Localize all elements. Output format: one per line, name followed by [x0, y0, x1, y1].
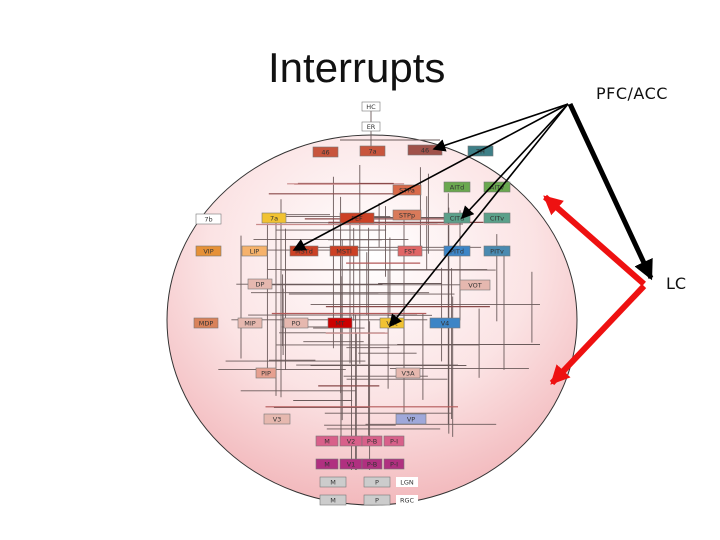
- area-box-v3: [263, 413, 291, 425]
- area-box-lip: [241, 245, 268, 257]
- area-label: V3A: [401, 369, 415, 377]
- area-box-citv: [483, 212, 511, 224]
- area-box-mstl: [329, 245, 359, 257]
- area-box-pitd: [443, 245, 471, 257]
- area-label: AITd: [450, 183, 464, 191]
- area-box-rgc: [396, 495, 418, 505]
- area-box-m: [315, 458, 339, 470]
- area-box-hc: [361, 101, 381, 112]
- area-label: RGC: [400, 496, 415, 504]
- area-label: P-B: [367, 460, 377, 468]
- area-box-fst: [397, 245, 423, 257]
- area-box-m: [315, 435, 339, 447]
- pfc-arrow-to-v4t: [388, 103, 569, 328]
- area-label: PIP: [261, 369, 271, 377]
- area-label: FEF: [351, 214, 363, 222]
- area-label: HC: [366, 103, 376, 111]
- area-box-pitv: [483, 245, 511, 257]
- area-label: MSTd: [295, 247, 313, 255]
- area-box-p-b: [361, 435, 383, 447]
- area-label: V2: [347, 437, 356, 445]
- area-box-7a: [359, 145, 386, 157]
- area-label: VIP: [203, 247, 213, 255]
- area-label: 7a: [368, 147, 376, 155]
- area-label: 7b: [204, 215, 212, 223]
- area-box-7a: [261, 212, 287, 224]
- area-box-mip: [237, 317, 263, 329]
- area-label: P-I: [390, 460, 398, 468]
- area-label: 46: [421, 146, 429, 154]
- area-label: V4: [441, 319, 450, 327]
- area-box-aitd: [443, 181, 471, 193]
- area-box-vip: [195, 245, 222, 257]
- area-label: AITv: [490, 183, 504, 191]
- lc-arrow-upper: [543, 194, 646, 287]
- area-label: LIP: [250, 247, 260, 255]
- area-label: MT: [335, 319, 345, 327]
- area-label: V1: [347, 460, 356, 468]
- lc-arrow-lower: [549, 283, 647, 386]
- pfc-acc-label: PFC/ACC: [596, 84, 668, 103]
- pfc-arrow-to-mstd: [292, 103, 569, 251]
- area-box-v3a: [395, 367, 421, 379]
- pfc-arrow-to-46: [432, 103, 569, 152]
- area-label: MSTl: [336, 247, 352, 255]
- area-box-p-b: [361, 458, 383, 470]
- area-label: DP: [256, 280, 265, 288]
- area-box-mt: [327, 317, 353, 329]
- area-label: P-I: [390, 437, 398, 445]
- area-box-vp: [395, 413, 427, 425]
- lc-label: LC: [666, 274, 687, 293]
- area-box-v4: [429, 317, 461, 329]
- area-box-vot: [459, 279, 491, 291]
- area-box-lgn: [396, 477, 418, 487]
- area-box-pip: [255, 367, 277, 379]
- area-label: 46: [321, 148, 329, 156]
- area-box-7b: [195, 213, 222, 225]
- area-label: 7a: [270, 214, 278, 222]
- area-label: MDP: [199, 319, 214, 327]
- area-box-po: [283, 317, 309, 329]
- area-label: P: [375, 496, 379, 504]
- area-label: PO: [291, 319, 300, 327]
- area-box-stpp: [392, 209, 422, 221]
- area-box-p-i: [383, 458, 405, 470]
- area-label: PITd: [450, 247, 464, 255]
- area-label: M: [324, 437, 330, 445]
- area-label: VP: [407, 415, 415, 423]
- area-box-fef: [339, 212, 375, 224]
- slide-title: Interrupts: [268, 44, 446, 91]
- area-box-p-i: [383, 435, 405, 447]
- area-label: LGN: [400, 478, 414, 486]
- pfc-to-lc-arrow: [567, 102, 654, 281]
- pfc-thin-arrows: [292, 103, 569, 328]
- area-label: PITv: [490, 247, 504, 255]
- area-label: VOT: [468, 281, 481, 289]
- area-label: M: [324, 460, 330, 468]
- area-label: STPp: [399, 211, 415, 219]
- area-box-m: [319, 494, 347, 506]
- area-box-p: [363, 494, 391, 506]
- area-label: V3: [273, 415, 282, 423]
- area-label: P-B: [367, 437, 377, 445]
- area-label: M: [330, 478, 336, 486]
- area-box-dp: [247, 278, 273, 290]
- area-box-m: [319, 476, 347, 488]
- area-label: MIP: [244, 319, 256, 327]
- area-box-mdp: [193, 317, 219, 329]
- area-label: M: [330, 496, 336, 504]
- area-box-p: [363, 476, 391, 488]
- area-label: FST: [404, 247, 416, 255]
- area-label: P: [375, 478, 379, 486]
- area-label: CITd: [450, 214, 465, 222]
- area-label: CITv: [490, 214, 504, 222]
- area-box-er: [361, 121, 381, 132]
- area-box-46: [312, 146, 339, 158]
- pfc-arrow-to-citd: [460, 103, 569, 220]
- area-label: ER: [367, 123, 376, 131]
